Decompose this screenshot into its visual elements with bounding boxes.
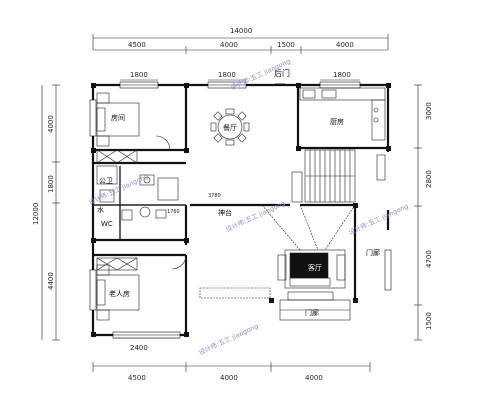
dim-left-total: 12000: [32, 203, 40, 225]
elder-room: [96, 254, 187, 321]
bedroom: [96, 92, 171, 164]
dim-small-b: 1760: [167, 209, 180, 215]
dim-bottom-window: 2400: [130, 344, 148, 352]
dim-left-3: 4400: [47, 272, 55, 290]
altar-label: 神台: [218, 208, 232, 217]
dimension-lines: [41, 34, 422, 372]
dim-window-3: 1800: [333, 71, 351, 79]
porch: [279, 299, 351, 321]
bedroom-label: 房间: [111, 113, 125, 122]
dim-small-a: 3780: [208, 193, 221, 199]
watermark-2: 设计师:五工 jiangong: [87, 171, 150, 207]
dim-top-3: 1500: [277, 41, 295, 49]
living-label: 客厅: [308, 263, 322, 272]
kitchen: [299, 87, 386, 141]
dim-bottom-3: 4000: [305, 374, 323, 382]
wc-label: WC: [101, 220, 113, 228]
watermark-5: 设计师:五工 jiangong: [197, 321, 260, 357]
dim-window-1: 1800: [130, 71, 148, 79]
dining-label: 餐厅: [223, 123, 237, 132]
dim-bottom-2: 4000: [220, 374, 238, 382]
dim-top-1: 4500: [128, 41, 146, 49]
back-door-label: 后门: [274, 68, 290, 78]
dim-top-total: 14000: [230, 27, 252, 35]
dim-top-2: 4000: [220, 41, 238, 49]
dim-left-2: 1800: [47, 175, 55, 193]
porch-label: 门廊: [366, 248, 380, 257]
elder-room-label: 老人房: [109, 289, 130, 298]
dim-right-2: 2800: [425, 170, 433, 188]
dim-right-3: 4700: [425, 250, 433, 268]
windows: [89, 81, 392, 339]
columns: [91, 83, 391, 337]
dim-bottom-1: 4500: [128, 374, 146, 382]
kitchen-label: 厨房: [330, 117, 344, 126]
dim-top-4: 4000: [336, 41, 354, 49]
living-room: [199, 204, 356, 301]
dim-left-1: 4000: [47, 115, 55, 133]
dim-window-2: 1800: [218, 71, 236, 79]
bathrooms: [93, 165, 186, 240]
dim-right-4: 1500: [425, 312, 433, 330]
staircase: [291, 149, 386, 203]
public-wc-label: 公卫: [99, 177, 113, 185]
watermark-3: 设计师:五工 jiangong: [224, 198, 287, 234]
door-porch-label: 门廊: [305, 308, 319, 317]
dim-right-1: 3000: [425, 102, 433, 120]
water-label: 水: [97, 205, 104, 214]
dining-table: [210, 108, 250, 146]
